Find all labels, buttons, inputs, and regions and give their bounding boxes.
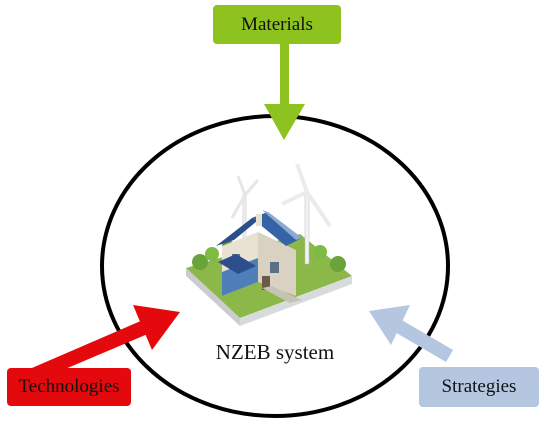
- nzeb-system-label: NZEB system: [215, 340, 335, 364]
- strategies-label: Strategies: [441, 376, 517, 397]
- technologies-label: Technologies: [18, 376, 120, 397]
- house-with-solar-panels-and-wind-turbines-icon: [186, 163, 352, 326]
- strategies-arrow: [369, 305, 453, 362]
- strategies-box: Strategies: [419, 367, 539, 407]
- materials-arrow: [264, 44, 305, 140]
- materials-box: Materials: [213, 5, 341, 44]
- technologies-box: Technologies: [7, 368, 131, 406]
- materials-label: Materials: [241, 13, 313, 35]
